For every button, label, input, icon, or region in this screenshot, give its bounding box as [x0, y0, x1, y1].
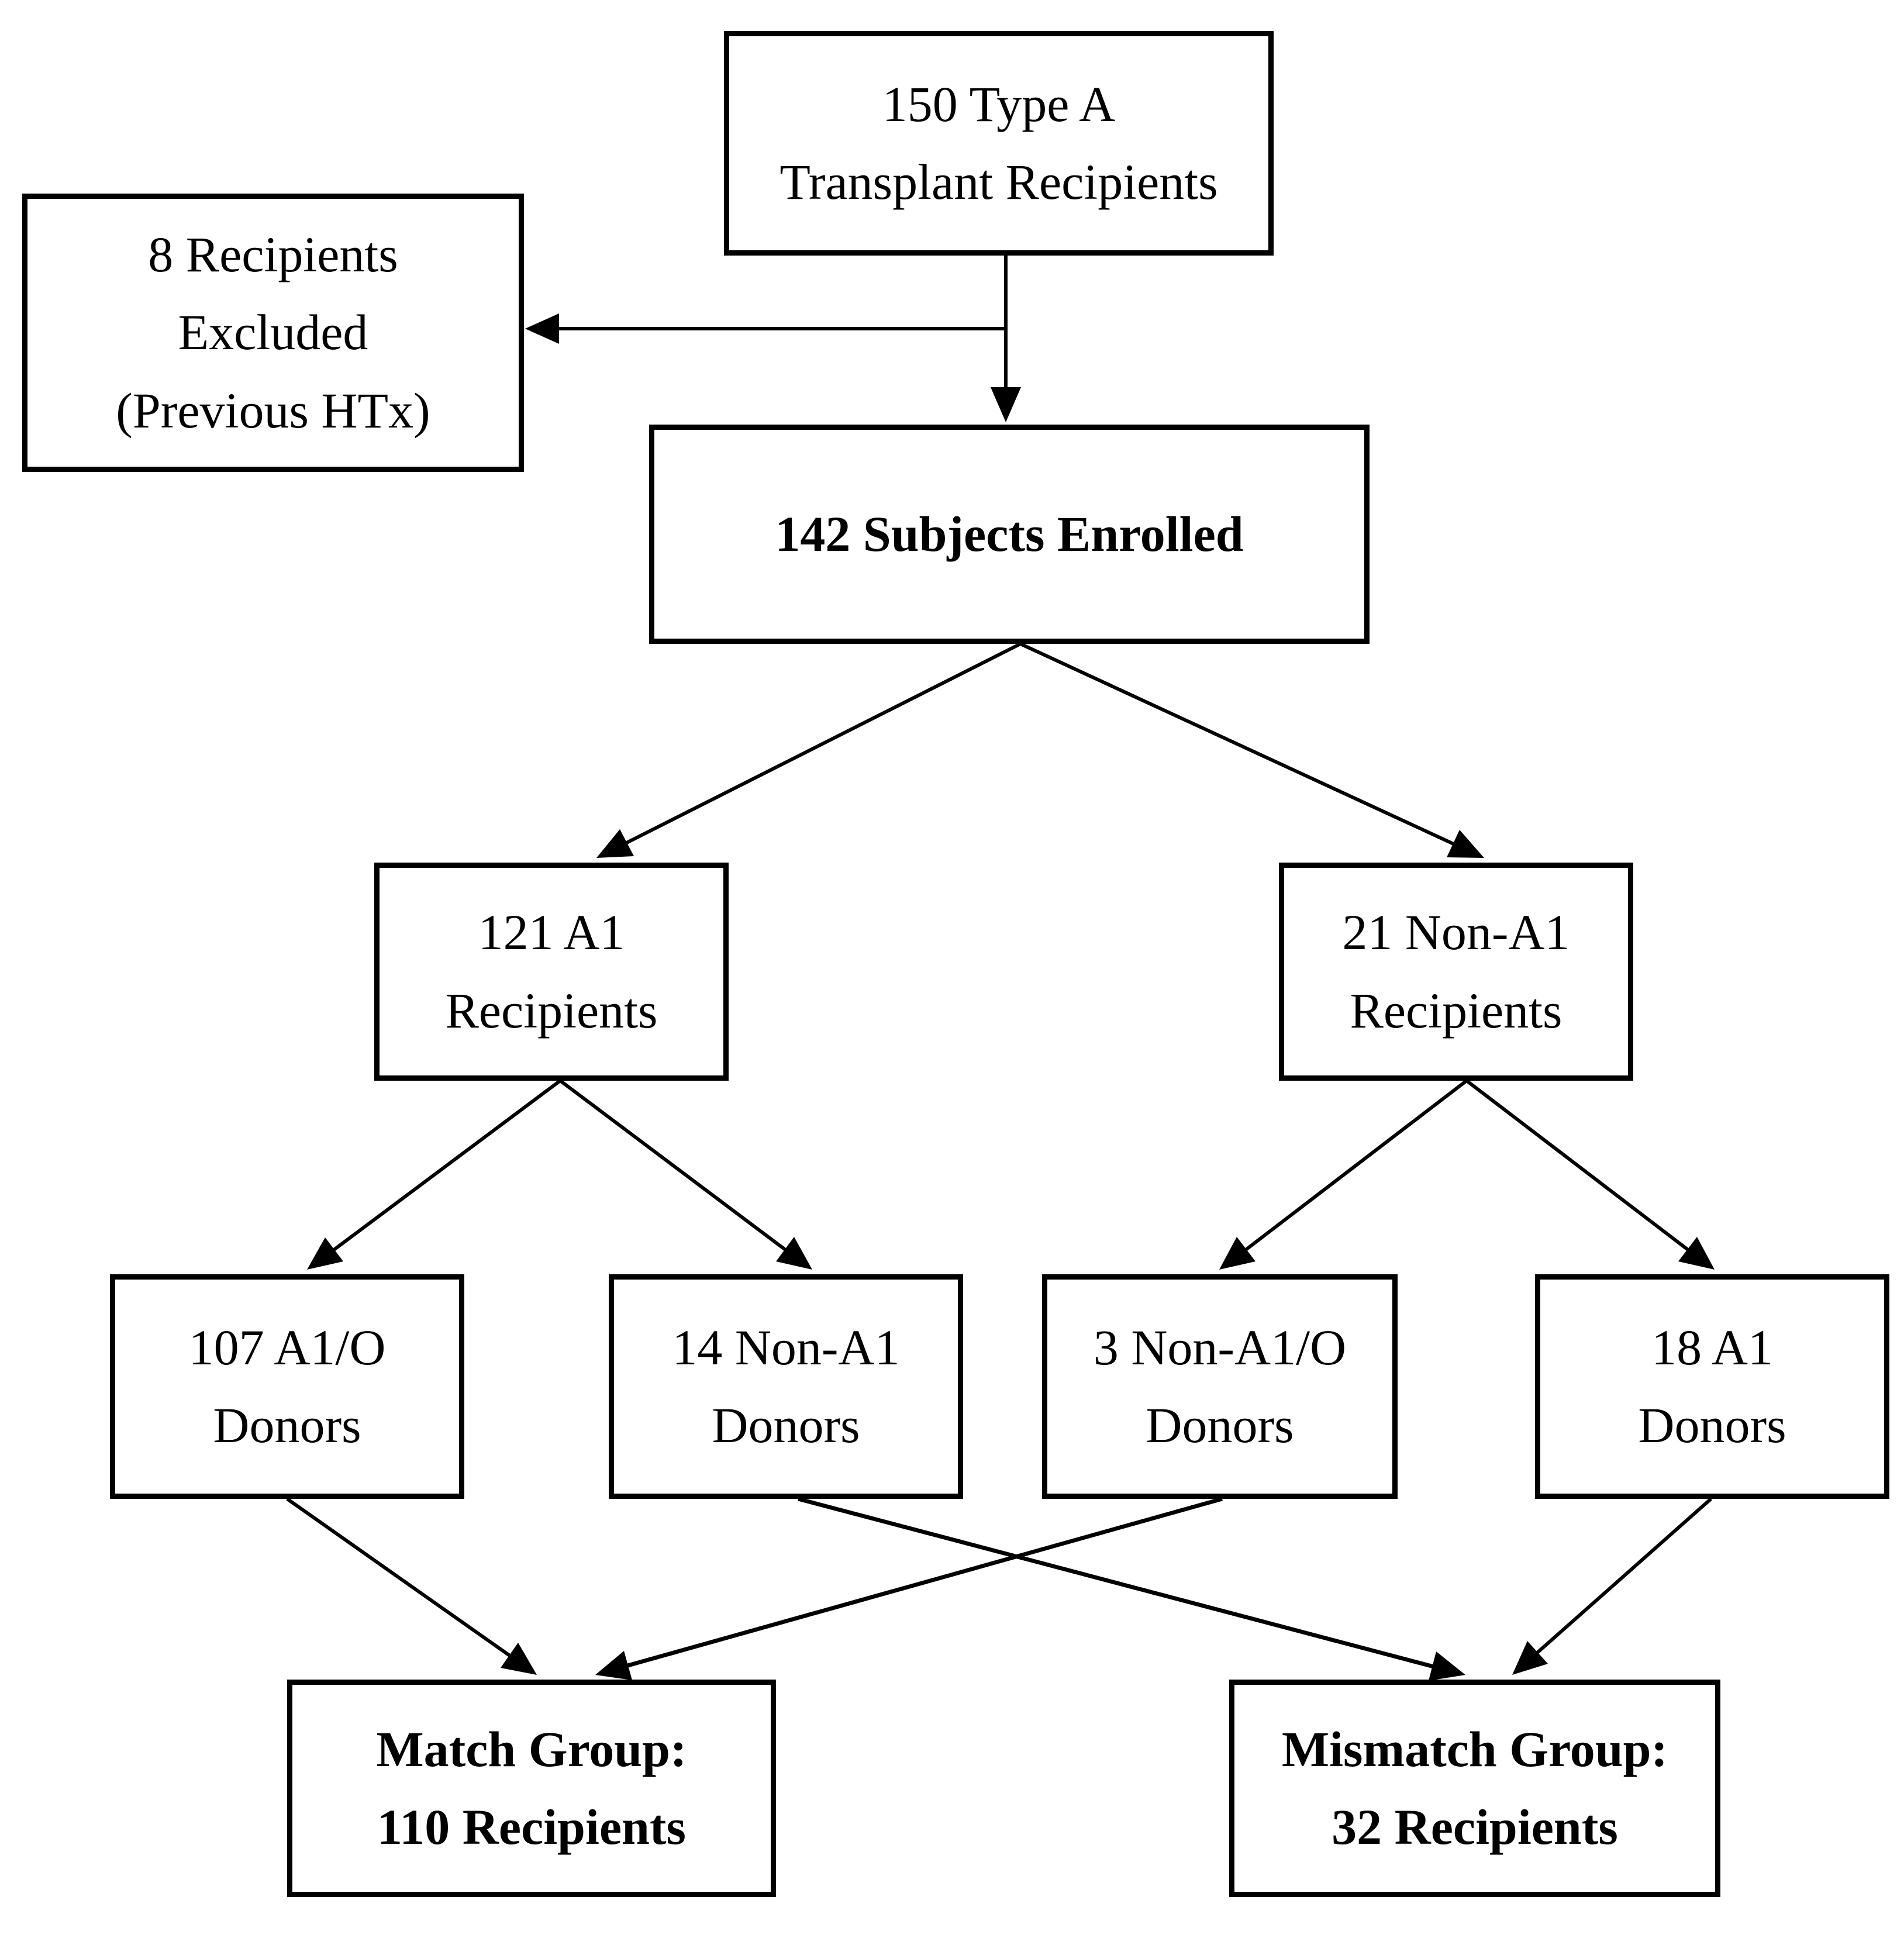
node-non-a1-donors: 14 Non-A1 Donors: [609, 1274, 963, 1499]
node-mismatch-group: Mismatch Group: 32 Recipients: [1229, 1680, 1720, 1897]
node-enrolled: 142 Subjects Enrolled: [649, 425, 1370, 644]
edge-enrolled-to-a1-recipients-line: [607, 642, 1022, 854]
node-label: 150 Type A Transplant Recipients: [779, 75, 1218, 210]
node-a1o-donors: 107 A1/O Donors: [110, 1274, 464, 1499]
node-label: 14 Non-A1 Donors: [672, 1319, 900, 1453]
edge-a1o-donors-to-match-line: [286, 1497, 527, 1669]
edge-non-a1-donors-to-mismatch-arrowhead: [1429, 1651, 1465, 1681]
edge-non-a1-recipients-to-a1-donors-arrowhead: [1678, 1237, 1715, 1270]
edge-non-a1-recipients-to-a1-donors-line: [1465, 1079, 1705, 1264]
edge-non-a1o-donors-to-match-line: [606, 1497, 1223, 1674]
edge-a1-donors-to-mismatch-line: [1522, 1497, 1712, 1667]
edge-non-a1-donors-to-mismatch-line: [798, 1497, 1454, 1674]
node-label: 3 Non-A1/O Donors: [1093, 1319, 1347, 1453]
node-label: 121 A1 Recipients: [445, 904, 658, 1039]
edge-a1o-donors-to-match-arrowhead: [501, 1643, 537, 1675]
node-label: 18 A1 Donors: [1638, 1319, 1786, 1453]
node-label: 142 Subjects Enrolled: [775, 505, 1244, 562]
node-label: 21 Non-A1 Recipients: [1342, 904, 1570, 1039]
node-type-a-recipients: 150 Type A Transplant Recipients: [724, 31, 1274, 256]
node-excluded: 8 Recipients Excluded (Previous HTx): [22, 194, 524, 472]
node-a1-recipients: 121 A1 Recipients: [374, 863, 729, 1081]
edge-top-to-excluded-arrowhead: [525, 313, 559, 344]
edge-non-a1-recipients-to-non-a1o-donors-line: [1229, 1079, 1468, 1264]
node-a1-donors: 18 A1 Donors: [1535, 1274, 1889, 1499]
node-label: 8 Recipients Excluded (Previous HTx): [116, 226, 430, 439]
edge-a1-recipients-to-a1o-donors-line: [316, 1079, 561, 1264]
node-label: Match Group: 110 Recipients: [376, 1720, 687, 1855]
edge-enrolled-to-a1-recipients-arrowhead: [596, 829, 634, 858]
edge-enrolled-to-non-a1-recipients-arrowhead: [1447, 830, 1484, 858]
node-label: Mismatch Group: 32 Recipients: [1281, 1720, 1668, 1855]
node-label: 107 A1/O Donors: [188, 1319, 386, 1453]
edge-non-a1-recipients-to-non-a1o-donors-arrowhead: [1219, 1237, 1255, 1270]
edge-a1-recipients-to-a1o-donors-arrowhead: [307, 1237, 343, 1270]
edge-non-a1o-donors-to-match-arrowhead: [595, 1651, 632, 1680]
edge-top-to-enrolled-arrowhead: [991, 387, 1021, 422]
node-non-a1o-donors: 3 Non-A1/O Donors: [1042, 1274, 1398, 1499]
edge-a1-recipients-to-non-a1-donors-line: [559, 1079, 803, 1264]
node-non-a1-recipients: 21 Non-A1 Recipients: [1279, 863, 1633, 1081]
edge-a1-donors-to-mismatch-arrowhead: [1512, 1641, 1548, 1675]
node-match-group: Match Group: 110 Recipients: [287, 1680, 776, 1897]
edge-enrolled-to-non-a1-recipients-line: [1019, 642, 1474, 854]
edge-a1-recipients-to-non-a1-donors-arrowhead: [776, 1237, 812, 1270]
